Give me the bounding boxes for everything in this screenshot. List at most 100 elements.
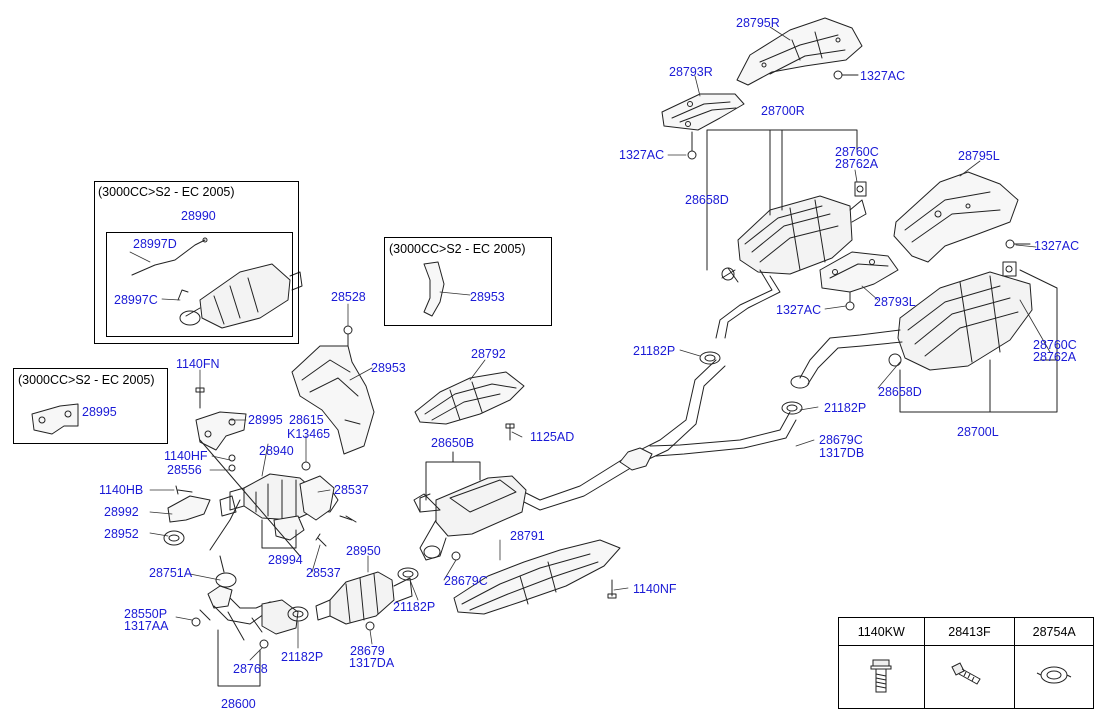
label-28950: 28950: [346, 544, 381, 558]
label-28995-a: 28995: [82, 405, 117, 419]
box-28953: [384, 237, 552, 326]
bolt-1140HB: [175, 485, 193, 495]
front-pipe-28600: [199, 555, 299, 649]
label-21182P-c: 21182P: [393, 600, 436, 614]
flange-bolt-icon: [870, 659, 892, 692]
box-28990-inner: [106, 232, 293, 337]
label-28751A: 28751A: [149, 566, 193, 580]
label-28997D: 28997D: [133, 237, 177, 251]
label-28658D-a: 28658D: [685, 193, 729, 207]
box-28995: [13, 368, 168, 444]
label-28528: 28528: [331, 290, 366, 304]
label-28997C: 28997C: [114, 293, 158, 307]
bolt-1140NF: [607, 579, 617, 599]
label-28700R: 28700R: [761, 104, 805, 118]
label-28679C-a: 28679C: [819, 433, 863, 447]
leader-28700L: [899, 269, 1058, 413]
label-1317AA: 1317AA: [124, 619, 169, 633]
label-1140HB: 1140HB: [99, 483, 144, 497]
heat-protector-28793R: [661, 93, 745, 131]
nut-1327AC-c: [1005, 239, 1031, 249]
label-28792: 28792: [471, 347, 506, 361]
heat-protector-28795L: [893, 171, 1019, 263]
legend-cell-28754A: [1014, 645, 1094, 709]
label-28992: 28992: [104, 505, 139, 519]
label-28953-a: 28953: [470, 290, 505, 304]
label-28795R: 28795R: [736, 16, 780, 30]
label-28760C-a: 28760C: [835, 145, 879, 159]
label-28600: 28600: [221, 697, 256, 711]
label-28615: 28615: [289, 413, 324, 427]
leader-28940: [199, 439, 301, 557]
nut-28528: [343, 325, 353, 347]
label-1327AC-a: 1327AC: [860, 69, 906, 83]
center-pipe: [519, 359, 797, 511]
center-muffler-28650B: [413, 475, 527, 561]
label-28537-b: 28537: [306, 566, 341, 580]
label-28795L: 28795L: [958, 149, 1000, 163]
label-28700L: 28700L: [957, 425, 999, 439]
label-28768: 28768: [233, 662, 268, 676]
bolt-1125AD: [505, 423, 515, 441]
label-28679: 28679: [350, 644, 385, 658]
bolt-1140FN: [195, 387, 205, 409]
label-28762A-a: 28762A: [835, 157, 879, 171]
label-28952: 28952: [104, 527, 139, 541]
label-28940: 28940: [259, 444, 294, 458]
heat-protector-28795R: [736, 17, 863, 86]
label-28658D-b: 28658D: [878, 385, 922, 399]
nut-1327AC-a: [833, 70, 859, 80]
label-K13465: K13465: [287, 427, 331, 441]
legend-code-28413F: 28413F: [923, 617, 1016, 646]
label-28793L: 28793L: [874, 295, 916, 309]
label-1125AD: 1125AD: [530, 430, 575, 444]
label-1140FN: 1140FN: [176, 357, 220, 371]
nut-28679C-b: [451, 551, 461, 561]
label-28550P: 28550P: [124, 607, 168, 621]
label-1327AC-b: 1327AC: [619, 148, 665, 162]
bracket-28995-sub: [31, 403, 79, 435]
label-28793R: 28793R: [669, 65, 713, 79]
box-28990: [94, 181, 299, 344]
box-28995-header: (3000CC>S2 - EC 2005): [18, 373, 155, 387]
heat-protector-28791: [453, 539, 621, 615]
nut-28615: [301, 461, 311, 471]
label-28762A-b: 28762A: [1033, 350, 1077, 364]
gasket-28952: [163, 530, 185, 546]
label-28990: 28990: [181, 209, 216, 223]
leader-28700R: [706, 129, 858, 271]
leader-28650B: [425, 451, 481, 501]
nut-1140HF: [228, 454, 236, 472]
legend-cell-28413F: [923, 645, 1016, 709]
catalytic-converter-28990: [131, 237, 303, 329]
rear-muffler-28700R: [715, 195, 867, 339]
gasket-21182P-b: [781, 375, 810, 415]
label-28650B: 28650B: [431, 436, 475, 450]
legend-code-28754A: 28754A: [1014, 617, 1094, 646]
label-1317DA: 1317DA: [349, 656, 395, 670]
leader-28600: [217, 629, 261, 687]
hanger-28760C-a: [854, 181, 867, 197]
label-21182P-a: 21182P: [633, 344, 676, 358]
nut-1327AC-d: [845, 291, 855, 311]
gasket-21182P-c: [397, 567, 419, 581]
box-28953-header: (3000CC>S2 - EC 2005): [389, 242, 526, 256]
gasket-21182P-d: [287, 606, 309, 622]
label-28760C-b: 28760C: [1033, 338, 1077, 352]
label-1140NF: 1140NF: [633, 582, 677, 596]
label-21182P-d: 21182P: [281, 650, 324, 664]
box-28990-header: (3000CC>S2 - EC 2005): [98, 185, 235, 199]
heat-protector-28793L: [819, 251, 899, 293]
label-28791: 28791: [510, 529, 545, 543]
legend-code-1140KW: 1140KW: [838, 617, 925, 646]
nut-1327AC-b: [687, 131, 697, 160]
label-1327AC-d: 1327AC: [776, 303, 822, 317]
heat-protector-28792: [414, 371, 525, 425]
bolt-28537: [315, 515, 357, 547]
label-21182P-b: 21182P: [824, 401, 867, 415]
label-28953-b: 28953: [371, 361, 406, 375]
leader-lines: [129, 26, 1051, 661]
label-1327AC-c: 1327AC: [1034, 239, 1080, 253]
gasket-21182P-a: [699, 351, 721, 365]
